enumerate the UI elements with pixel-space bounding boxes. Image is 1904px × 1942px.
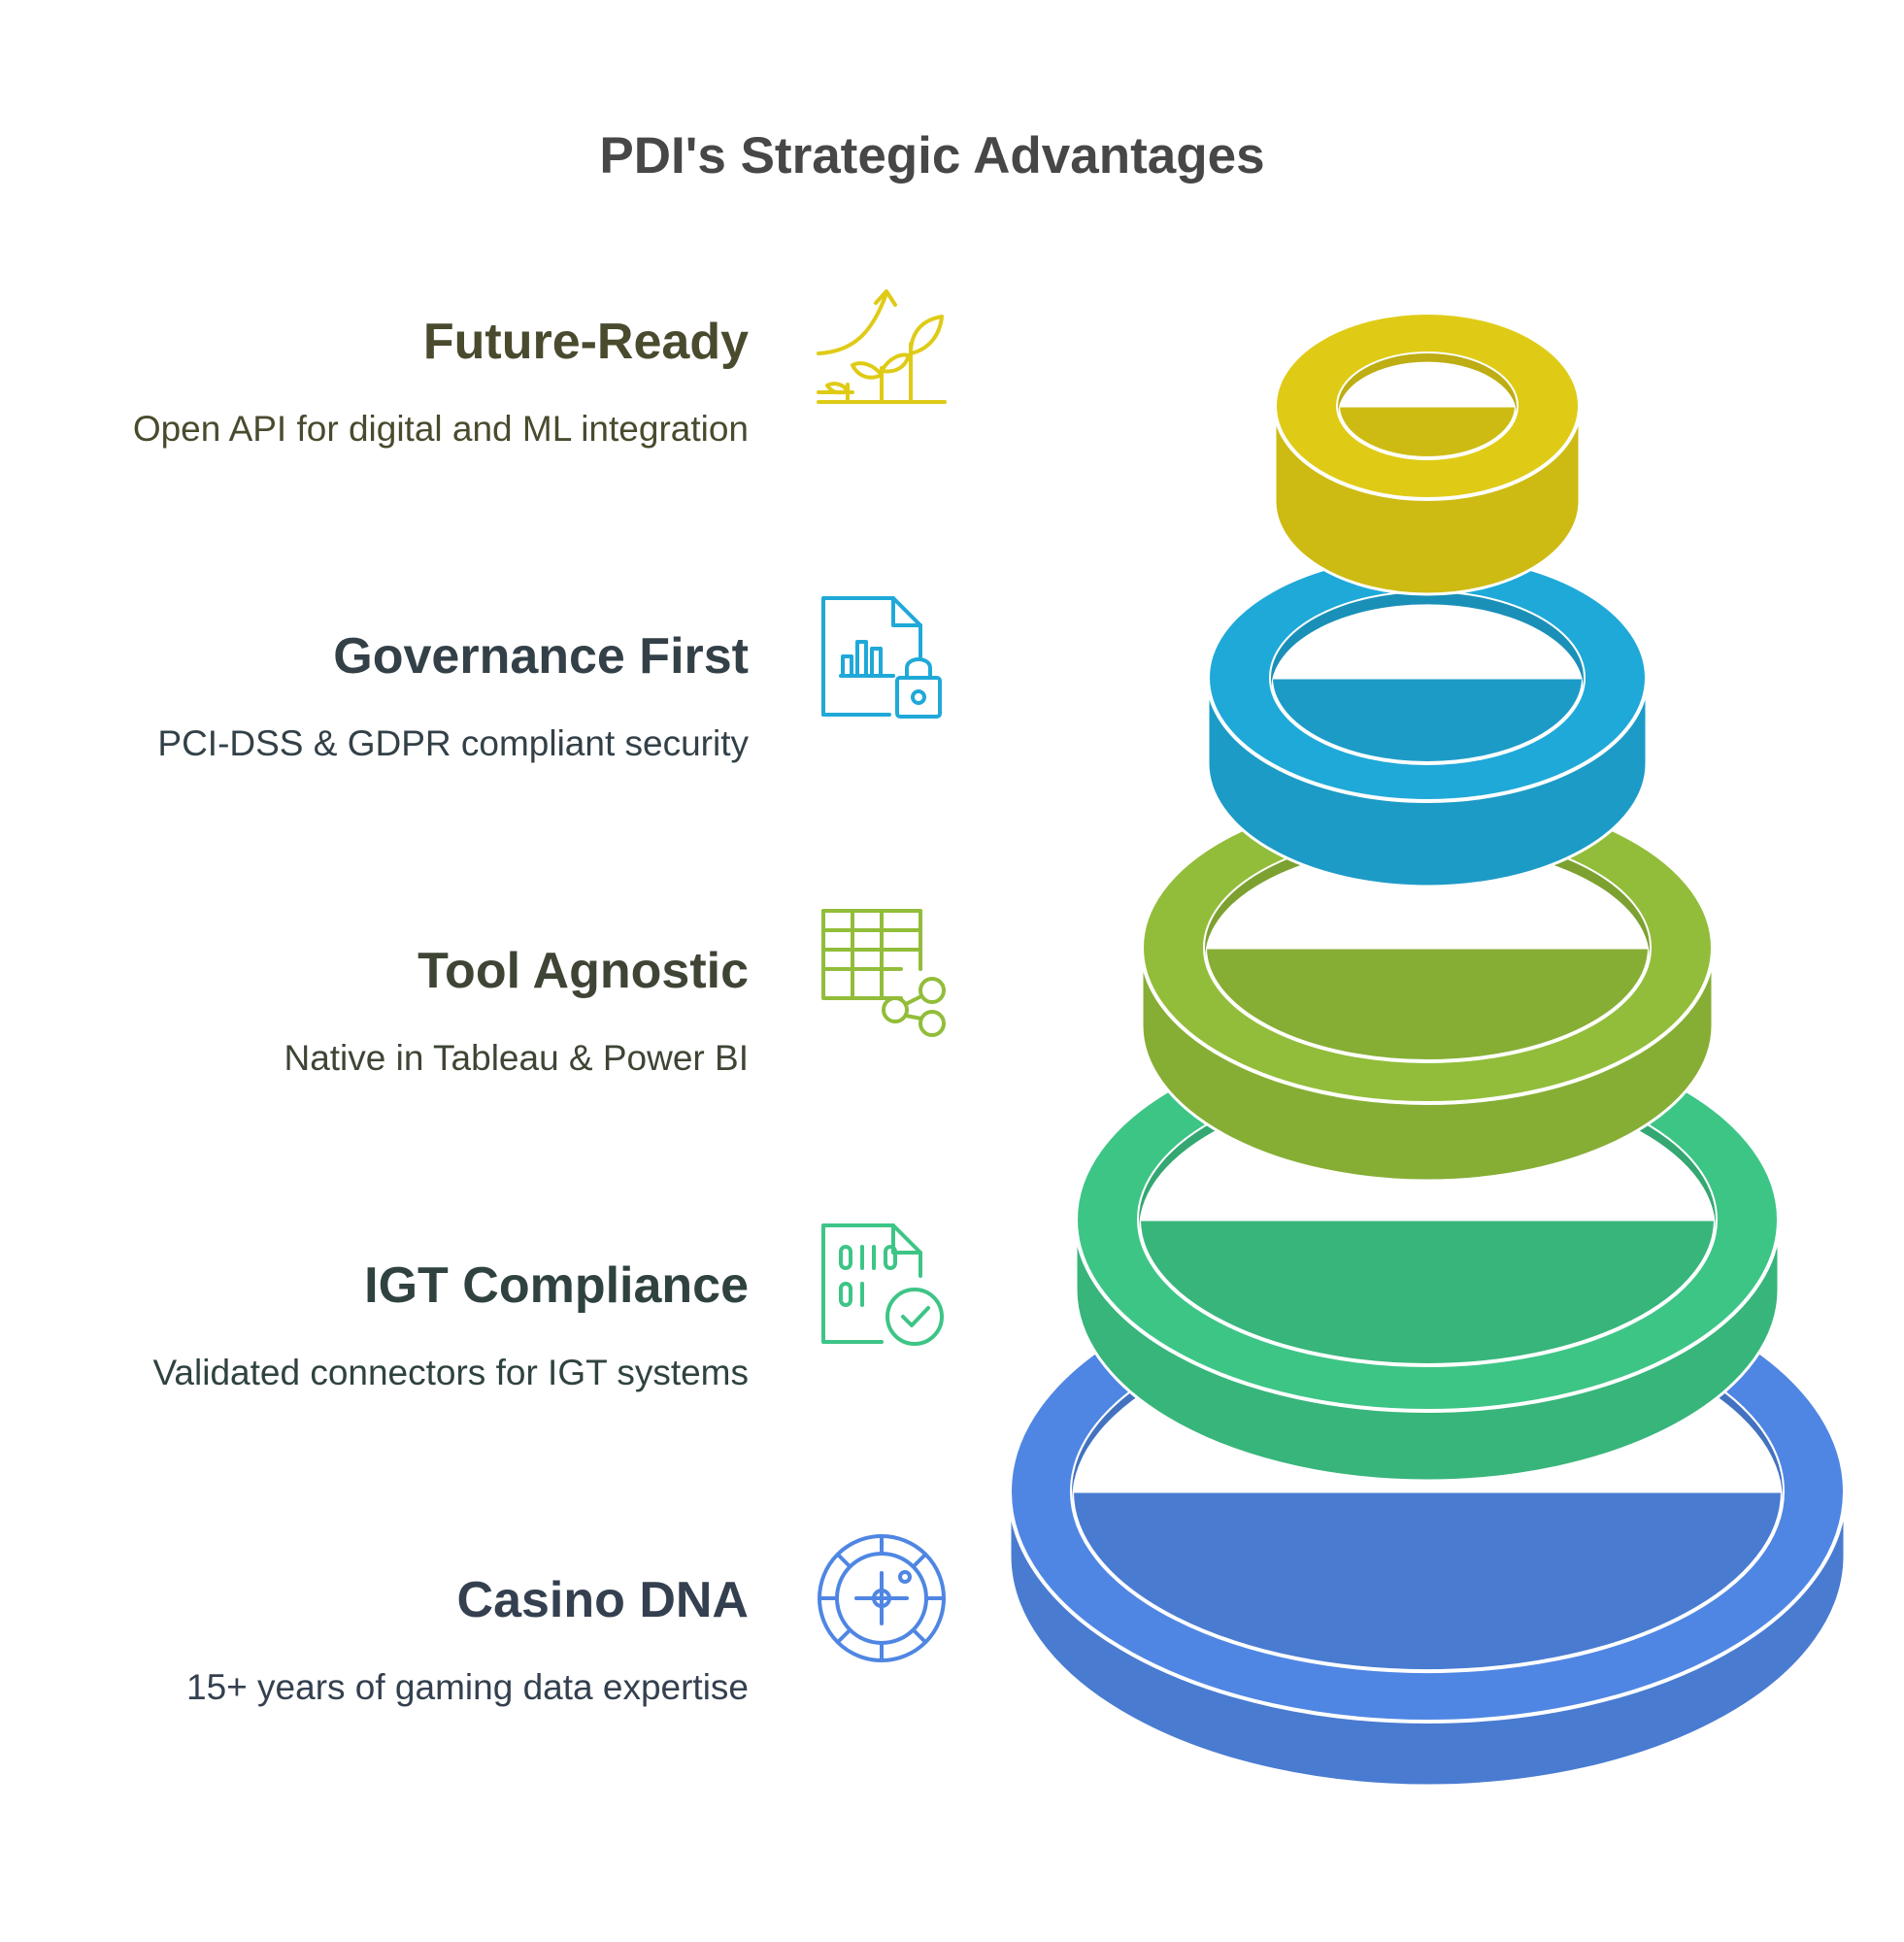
ring-side [1074, 1218, 1781, 1483]
roulette-wheel-icon [818, 1534, 946, 1662]
layer-casino-dna: Casino DNA 15+ years of gaming data expe… [11, 1571, 749, 1709]
layer-description: Native in Tableau & Power BI [284, 1038, 749, 1078]
layer-heading: Governance First [333, 628, 749, 685]
layer-description: 15+ years of gaming data expertise [186, 1667, 749, 1707]
ring-future-ready [1272, 311, 1583, 596]
layer-heading: Casino DNA [456, 1572, 749, 1628]
layer-heading: Tool Agnostic [418, 943, 749, 999]
secure-document-icon [821, 596, 942, 719]
layer-tool-agnostic: Tool Agnostic Native in Tableau & Power … [11, 942, 749, 1080]
layer-future-ready: Future-Ready Open API for digital and ML… [11, 313, 749, 451]
layer-description: Open API for digital and ML integration [132, 409, 749, 449]
ring-inner-wall [1338, 353, 1517, 415]
layer-governance-first: Governance First PCI-DSS & GDPR complian… [11, 627, 749, 765]
growth-plant-icon [817, 289, 947, 404]
page-title: PDI's Strategic Advantages [599, 127, 1265, 184]
layer-description: Validated connectors for IGT systems [152, 1353, 750, 1392]
ring-casino-dna [1007, 1259, 1848, 1788]
layer-igt-compliance: IGT Compliance Validated connectors for … [11, 1256, 750, 1394]
table-share-icon [821, 909, 946, 1037]
ring-side [1008, 1490, 1847, 1788]
layer-description: PCI-DSS & GDPR compliant security [157, 723, 749, 763]
layer-heading: Future-Ready [422, 314, 749, 370]
ring-governance-first [1205, 552, 1650, 888]
binary-check-document-icon [821, 1223, 944, 1346]
layer-heading: IGT Compliance [364, 1257, 749, 1314]
